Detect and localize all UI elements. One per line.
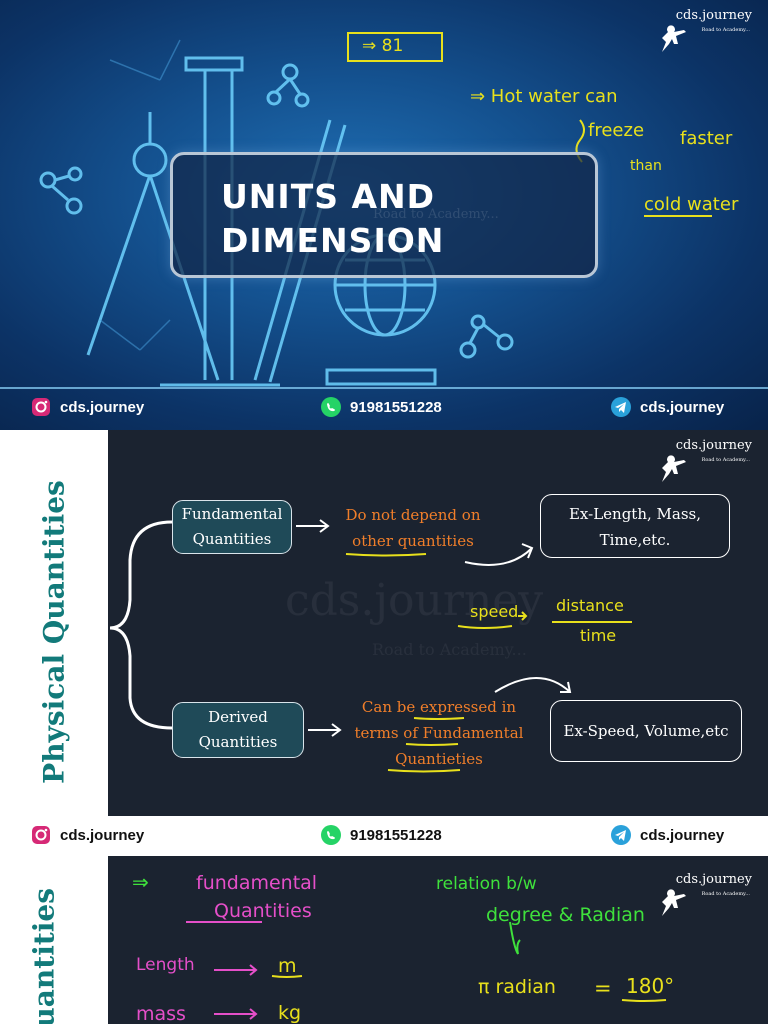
note-box-text: ⇒ 81 bbox=[362, 36, 404, 56]
physical-quantities-slide: Physical Quantities cds.journey Road to … bbox=[0, 430, 768, 860]
derived-example-box: Ex-Speed, Volume,etc bbox=[550, 700, 742, 762]
whatsapp-number: 91981551228 bbox=[350, 826, 442, 844]
fundamental-quantities-slide: Quantities ⇒ fundamental Quantities rela… bbox=[0, 860, 768, 1024]
row-mass-unit: kg bbox=[278, 1002, 302, 1024]
fundamental-line-1: Fundamental bbox=[181, 505, 283, 523]
brand-name: cds.journey bbox=[675, 438, 752, 453]
instagram-icon bbox=[30, 824, 52, 846]
whatsapp-link[interactable]: 91981551228 bbox=[320, 824, 442, 846]
title-watermark: Road to Academy... bbox=[373, 207, 499, 222]
title-line-1: UNITS AND bbox=[221, 177, 436, 216]
derived-line-1: Derived bbox=[208, 708, 268, 726]
side-panel: Physical Quantities bbox=[0, 430, 108, 860]
derived-quantities-node: Derived Quantities bbox=[172, 702, 304, 758]
instagram-link[interactable]: cds.journey bbox=[30, 396, 144, 418]
telegram-icon bbox=[610, 824, 632, 846]
row-length-label: Length bbox=[136, 955, 195, 975]
handwriting-strokes bbox=[186, 921, 667, 1020]
speed-note: speed bbox=[470, 602, 519, 621]
brand-tagline: Road to Academy... bbox=[701, 27, 750, 33]
telegram-link[interactable]: cds.journey bbox=[610, 396, 724, 418]
fundamental-example-line-2: Time,etc. bbox=[599, 531, 671, 549]
fundamental-desc-line-2: other quantities bbox=[352, 532, 474, 550]
row-length-unit: m bbox=[278, 955, 297, 977]
derived-description: Can be expressed in terms of Fundamental… bbox=[344, 694, 534, 772]
instagram-icon bbox=[30, 396, 52, 418]
instagram-handle: cds.journey bbox=[60, 398, 145, 416]
cover-slide: ⇒ 81 ⇒ Hot water can freeze faster than … bbox=[0, 0, 768, 430]
side-panel: Quantities bbox=[0, 860, 108, 1024]
derived-desc-line-1: Can be expressed in bbox=[361, 698, 517, 716]
note-line-4: than bbox=[630, 158, 662, 174]
instagram-handle: cds.journey bbox=[60, 826, 145, 844]
whatsapp-icon bbox=[320, 396, 342, 418]
derived-line-2: Quantities bbox=[198, 733, 278, 751]
watermark-big: cds.journey bbox=[285, 575, 544, 626]
soldier-logo-icon bbox=[662, 889, 686, 916]
fundamental-heading-1: fundamental bbox=[196, 872, 318, 894]
watermark-small: Road to Academy... bbox=[372, 640, 527, 659]
equals-sign: = bbox=[594, 976, 612, 1000]
whatsapp-icon bbox=[320, 824, 342, 846]
relation-heading-2: degree & Radian bbox=[486, 904, 645, 926]
brand-logo: cds.journey Road to Academy... bbox=[656, 8, 752, 58]
brand-tagline: Road to Academy... bbox=[701, 891, 750, 897]
derived-example-text: Ex-Speed, Volume,etc bbox=[563, 722, 729, 740]
note-line-5: cold water bbox=[644, 194, 739, 215]
soldier-logo-icon bbox=[662, 25, 686, 52]
derived-desc-line-2: terms of Fundamental bbox=[354, 724, 524, 742]
fundamental-description: Do not depend on other quantities bbox=[338, 502, 488, 554]
speed-numerator: distance bbox=[556, 596, 624, 615]
note-line-3: faster bbox=[680, 128, 733, 149]
instagram-link[interactable]: cds.journey bbox=[30, 824, 144, 846]
whatsapp-number: 91981551228 bbox=[350, 398, 442, 416]
title-line-2: DIMENSION bbox=[221, 221, 445, 260]
row-mass-label: mass bbox=[136, 1003, 186, 1024]
whatsapp-link[interactable]: 91981551228 bbox=[320, 396, 442, 418]
fundamental-example-line-1: Ex-Length, Mass, bbox=[568, 505, 701, 523]
fundamental-quantities-node: Fundamental Quantities bbox=[172, 500, 292, 554]
title-card: UNITS AND DIMENSION Road to Academy... bbox=[170, 152, 598, 278]
contact-footer-2: cds.journey 91981551228 cds.journey bbox=[0, 816, 768, 856]
speed-denominator: time bbox=[580, 626, 617, 645]
telegram-link[interactable]: cds.journey bbox=[610, 824, 724, 846]
note-line-2: freeze bbox=[588, 120, 645, 141]
arrow-marker: ⇒ bbox=[132, 870, 149, 894]
fundamental-example-box: Ex-Length, Mass, Time,etc. bbox=[540, 494, 730, 558]
telegram-icon bbox=[610, 396, 632, 418]
degree-value: 180° bbox=[626, 974, 675, 998]
brand-name: cds.journey bbox=[675, 872, 752, 887]
fundamental-desc-line-1: Do not depend on bbox=[345, 506, 481, 524]
fundamental-heading-2: Quantities bbox=[214, 900, 312, 922]
derived-desc-line-3: Quantieties bbox=[395, 750, 483, 768]
telegram-handle: cds.journey bbox=[640, 826, 725, 844]
brand-logo-2: cds.journey Road to Academy... bbox=[656, 438, 752, 488]
pi-radian-text: π radian bbox=[478, 976, 556, 998]
brand-tagline: Road to Academy... bbox=[701, 457, 750, 463]
brand-logo-3: cds.journey Road to Academy... bbox=[656, 872, 752, 922]
soldier-logo-icon bbox=[662, 455, 686, 482]
note-line-1: ⇒ Hot water can bbox=[470, 86, 618, 107]
page-title: UNITS AND DIMENSION bbox=[221, 175, 581, 263]
fundamental-line-2: Quantities bbox=[192, 530, 272, 548]
brand-name: cds.journey bbox=[675, 8, 752, 23]
relation-heading-1: relation b/w bbox=[436, 874, 537, 894]
contact-footer: cds.journey 91981551228 cds.journey bbox=[0, 388, 768, 428]
telegram-handle: cds.journey bbox=[640, 398, 725, 416]
